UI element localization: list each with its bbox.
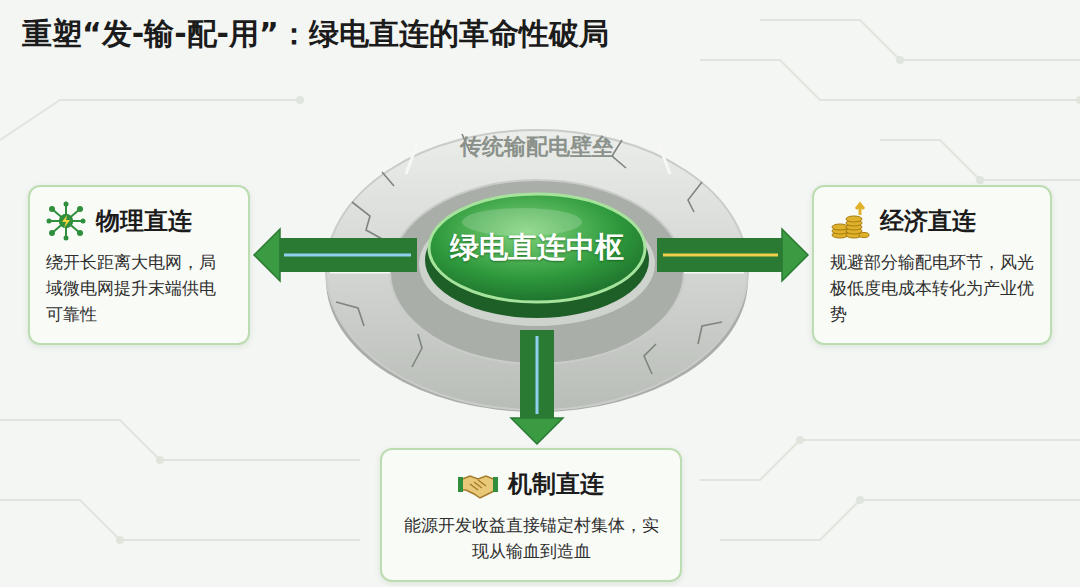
box-body: 绕开长距离大电网，局域微电网提升末端供电可靠性	[46, 249, 232, 327]
box-body: 规避部分输配电环节，风光极低度电成本转化为产业优势	[830, 249, 1034, 327]
arrow-head	[782, 229, 808, 281]
box-body: 能源开发收益直接锚定村集体，实现从输血到造血	[398, 512, 664, 564]
barrier-ring: 传统输配电壁垒绿电直连中枢	[322, 112, 752, 417]
box-heading-row: 经济直连	[830, 201, 1034, 241]
box-heading-row: 物理直连	[46, 201, 232, 241]
arrow-head	[254, 229, 280, 281]
diagram-title: 重塑“发-输-配-用”：绿电直连的革命性破局	[22, 14, 609, 55]
feature-box: 物理直连绕开长距离大电网，局域微电网提升末端供电可靠性	[28, 185, 250, 345]
box-icon	[458, 464, 498, 504]
box-icon	[830, 201, 870, 241]
box-heading: 物理直连	[96, 205, 192, 237]
box-icon	[46, 201, 86, 241]
feature-box: 机制直连能源开发收益直接锚定村集体，实现从输血到造血	[380, 448, 682, 582]
box-heading-row: 机制直连	[398, 464, 664, 504]
hub-label: 绿电直连中枢	[417, 228, 657, 268]
arrow-head	[511, 418, 563, 444]
box-heading: 机制直连	[508, 468, 604, 500]
feature-box: 经济直连规避部分输配电环节，风光极低度电成本转化为产业优势	[812, 185, 1052, 345]
barrier-label: 传统输配电壁垒	[322, 132, 752, 162]
box-heading: 经济直连	[880, 205, 976, 237]
hub-disc: 绿电直连中枢	[417, 180, 657, 330]
